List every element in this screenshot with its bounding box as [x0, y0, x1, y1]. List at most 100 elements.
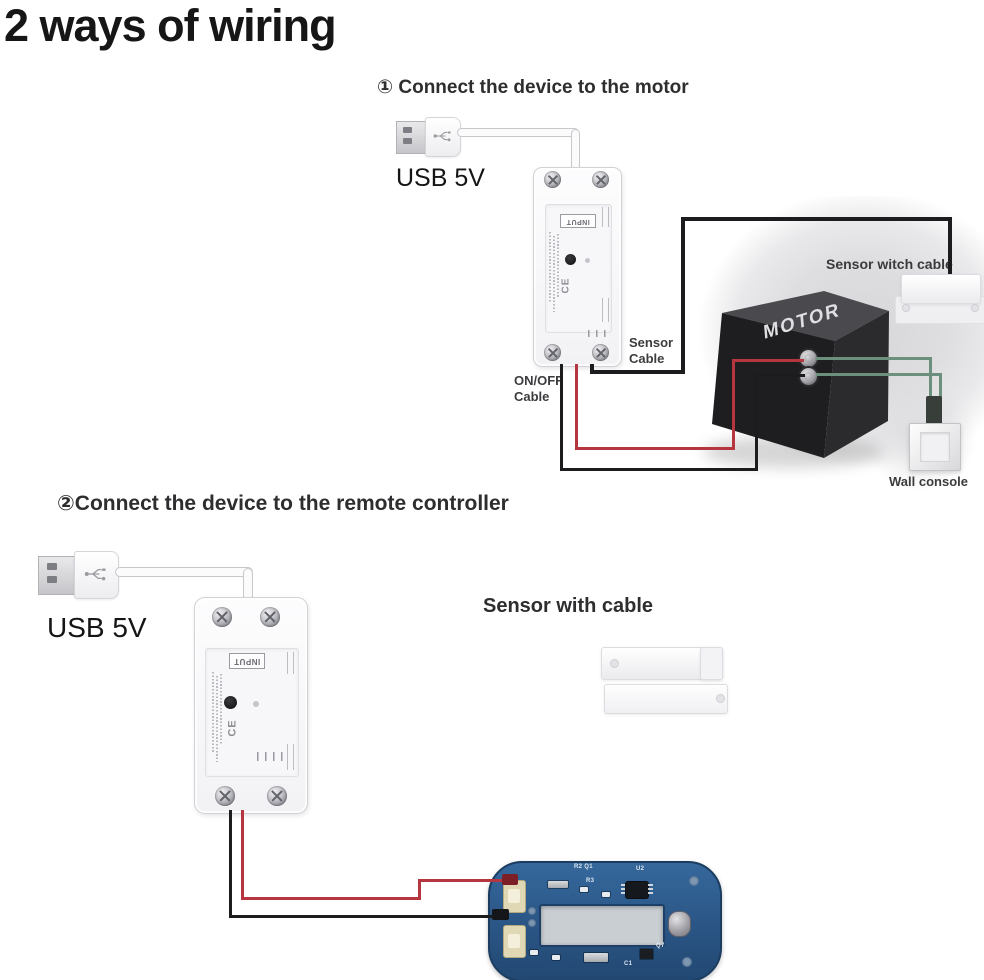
device-screw: [544, 171, 561, 188]
device-button: [565, 254, 576, 265]
pcb-silkscreen-label: Q7: [656, 943, 665, 949]
remote-pcb: R2 Q1 U2 R3 C1 Q7: [488, 861, 722, 980]
wire-red: [732, 359, 735, 450]
pcb-button: [503, 925, 526, 958]
pcb-transistor: [640, 949, 653, 959]
device-ce-mark: CE: [226, 719, 239, 737]
step1-heading: ① Connect the device to the motor: [377, 77, 689, 98]
pcb-hole: [539, 904, 665, 947]
pcb-silkscreen-label: C1: [624, 961, 633, 967]
pcb-mount-hole: [528, 907, 536, 915]
device-screw: [215, 786, 235, 806]
usb-5v-label: USB 5V: [396, 164, 485, 192]
sensor-cable-wire: [681, 217, 952, 221]
device-microtext: [557, 234, 559, 298]
device-input-label: INPUT: [229, 653, 265, 669]
device-screw: [267, 786, 287, 806]
usb-metal-tip: [38, 556, 77, 595]
usb-cable: [457, 128, 579, 137]
device-vent: [602, 298, 609, 322]
device-button: [224, 696, 237, 709]
pcb-component: [530, 950, 538, 955]
wire-green: [816, 373, 942, 376]
wire-green: [816, 357, 932, 360]
wire-black: [755, 374, 805, 377]
wall-console-cable-plug: [926, 396, 942, 426]
pcb-mount-hole: [682, 957, 692, 967]
pcb-component: [548, 881, 568, 888]
wire-red: [732, 359, 804, 362]
pcb-silkscreen-label: R3: [586, 878, 595, 884]
pcb-mount-hole: [528, 919, 536, 927]
wire-connector: [492, 909, 509, 920]
wire-red: [418, 879, 421, 900]
pcb-ic-pins: [621, 884, 626, 896]
wire-connector: [502, 874, 518, 885]
wire-red: [575, 364, 578, 450]
device-screw: [212, 607, 232, 627]
wire-black: [560, 468, 758, 471]
motor-terminal: [800, 350, 817, 367]
device-screw: [260, 607, 280, 627]
onoff-cable-label: ON/OFF Cable: [514, 373, 564, 405]
device-led: [253, 701, 259, 707]
wire-black: [229, 810, 232, 918]
pcb-component: [580, 887, 588, 892]
wire-black: [755, 374, 758, 471]
sensor-screw-hole: [610, 659, 619, 668]
pcb-component: [602, 892, 610, 897]
usb-contact-hole: [47, 563, 57, 570]
motor-terminal: [800, 368, 817, 385]
usb-plug: [425, 117, 461, 157]
device-microtext: [549, 232, 551, 302]
device-led: [585, 258, 590, 263]
sensor-cable-label: Sensor Cable: [629, 335, 674, 367]
sensor-cable-wire: [681, 217, 685, 374]
sensor-cable-wire: [590, 364, 594, 374]
door-sensor-two-part: [604, 684, 728, 714]
usb-contact-hole: [47, 576, 57, 583]
wire-black: [560, 364, 563, 471]
device-vent: [287, 652, 294, 674]
device-input-label: INPUT: [560, 214, 596, 228]
motor-box: MOTOR: [712, 291, 889, 458]
page-title: 2 ways of wiring: [4, 0, 337, 51]
pcb-component: [584, 953, 608, 962]
pcb-ic-pins: [648, 884, 653, 896]
device-microtext: [212, 672, 214, 752]
sensor-screw-hole: [971, 304, 979, 312]
device-microtext: [216, 676, 218, 762]
wall-console-button: [920, 432, 950, 462]
device-terminal-marks: [257, 752, 287, 761]
wire-black: [229, 915, 501, 918]
sensor-screw-hole: [902, 304, 910, 312]
sensor-with-cable-label: Sensor with cable: [483, 595, 654, 617]
wire-red: [241, 897, 421, 900]
pcb-silkscreen-label: R2 Q1: [574, 864, 593, 870]
device-vent: [287, 744, 294, 770]
device-vent: [602, 207, 609, 227]
usb-trident-icon: [84, 568, 106, 581]
pcb-mount-hole: [689, 876, 699, 886]
pcb-silkscreen-label: U2: [636, 866, 645, 872]
sensor-cable-wire: [948, 217, 952, 279]
device-screw: [544, 344, 561, 361]
pcb-component: [552, 955, 560, 960]
step2-heading: ②Connect the device to the remote contro…: [57, 492, 509, 515]
wall-console-label: Wall console: [889, 474, 968, 489]
wire-red: [418, 879, 513, 882]
pcb-ic-chip: [626, 882, 648, 898]
sensor-screw-hole: [716, 694, 725, 703]
usb-trident-icon: [433, 131, 451, 142]
usb-cable: [115, 567, 253, 577]
sensor-witch-cable-label: Sensor witch cable: [826, 256, 953, 272]
wire-red: [241, 810, 244, 900]
door-sensor: [901, 274, 981, 304]
wire-green: [939, 373, 942, 402]
device-microtext: [553, 236, 555, 312]
usb-5v-label: USB 5V: [47, 612, 147, 643]
usb-contact-hole: [403, 138, 412, 144]
wire-red: [575, 447, 735, 450]
pcb-crystal: [668, 911, 691, 937]
